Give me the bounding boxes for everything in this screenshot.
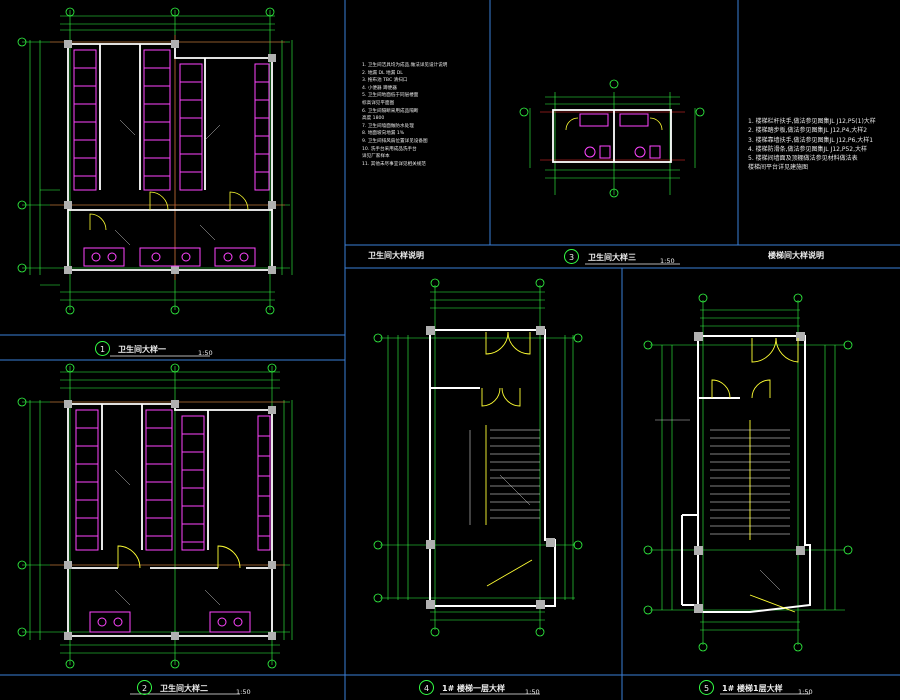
note-line: 6. 卫生间隔断采用成品隔断 [362, 108, 419, 114]
toilet-notes-title: 卫生间大样说明 [368, 251, 424, 260]
panel-4-title: 1# 楼梯一层大样 [442, 684, 506, 693]
panel-1-scale: 1:50 [198, 349, 213, 357]
toilet-plan-3 [519, 79, 705, 198]
note-line: 详见厂家样本 [362, 154, 390, 160]
panel-5-number: 5 [699, 680, 714, 695]
stair-notes: 1. 楼梯栏杆扶手,做法参见图集JL J12,P5(1)大样 2. 楼梯踏步板,… [748, 117, 876, 173]
toilet-notes: 1. 卫生间洁具均为成品,做法详见设计说明 2. 地漏 DL 地漏 DL 3. … [362, 62, 447, 168]
panel-3-number: 3 [564, 249, 579, 264]
note-line: 5. 卫生间地面低于同层楼面 [362, 93, 419, 99]
note-line: 7. 卫生间墙面做防水处理 [362, 123, 414, 129]
note-line: 楼梯间平台详见建施图 [748, 164, 809, 172]
panel-5-scale: 1:50 [798, 688, 813, 696]
stair-plan-5 [643, 293, 853, 652]
note-line: 标高详见平面图 [362, 100, 395, 106]
panel-3-title: 卫生间大样三 [588, 253, 636, 262]
panel-2-title: 卫生间大样二 [160, 684, 208, 693]
stair-notes-title: 楼梯间大样说明 [768, 251, 824, 260]
note-line: 9. 卫生间排风扇位置详见设备图 [362, 138, 428, 144]
panel-4-scale: 1:50 [525, 688, 540, 696]
note-line: 11. 其他未尽事宜详见相关规范 [362, 161, 426, 167]
note-line: 8. 地面坡向地漏 1% [362, 131, 405, 137]
note-line: 10. 洗手台采用成品洗手台 [362, 146, 417, 152]
toilet-plan-2 [17, 363, 293, 669]
panel-2-number: 2 [137, 680, 152, 695]
note-line: 2. 地漏 DL 地漏 DL [362, 70, 403, 76]
panel-3-scale: 1:50 [660, 257, 675, 265]
note-line: 3. 楼梯靠墙扶手,做法参见图集JL J12,P6,大样1 [748, 136, 874, 144]
note-line: 1. 楼梯栏杆扶手,做法参见图集JL J12,P5(1)大样 [748, 118, 876, 125]
note-line: 高度 1800 [362, 116, 385, 122]
note-line: 5. 楼梯间墙面及顶棚做法参见材料做法表 [748, 155, 858, 163]
note-line: 2. 楼梯踏步板,做法参见图集JL J12,P4,大样2 [748, 127, 868, 135]
panel-4-number: 4 [419, 680, 434, 695]
note-line: 4. 楼梯防滑条,做法参见图集JL J12,P52,大样 [748, 145, 868, 153]
panel-1-number: 1 [95, 341, 110, 356]
toilet-plan-1 [17, 7, 293, 315]
note-line: 1. 卫生间洁具均为成品,做法详见设计说明 [362, 63, 448, 68]
stair-plan-4 [373, 278, 583, 637]
panel-1-title: 卫生间大样一 [118, 345, 166, 354]
panel-5-title: 1# 楼梯1层大样 [722, 684, 783, 693]
note-line: 3. 拖布池 TBC 清扫口 [362, 78, 408, 84]
panel-2-scale: 1:50 [236, 688, 251, 696]
note-line: 4. 小便器 蹲便器 [362, 85, 397, 91]
